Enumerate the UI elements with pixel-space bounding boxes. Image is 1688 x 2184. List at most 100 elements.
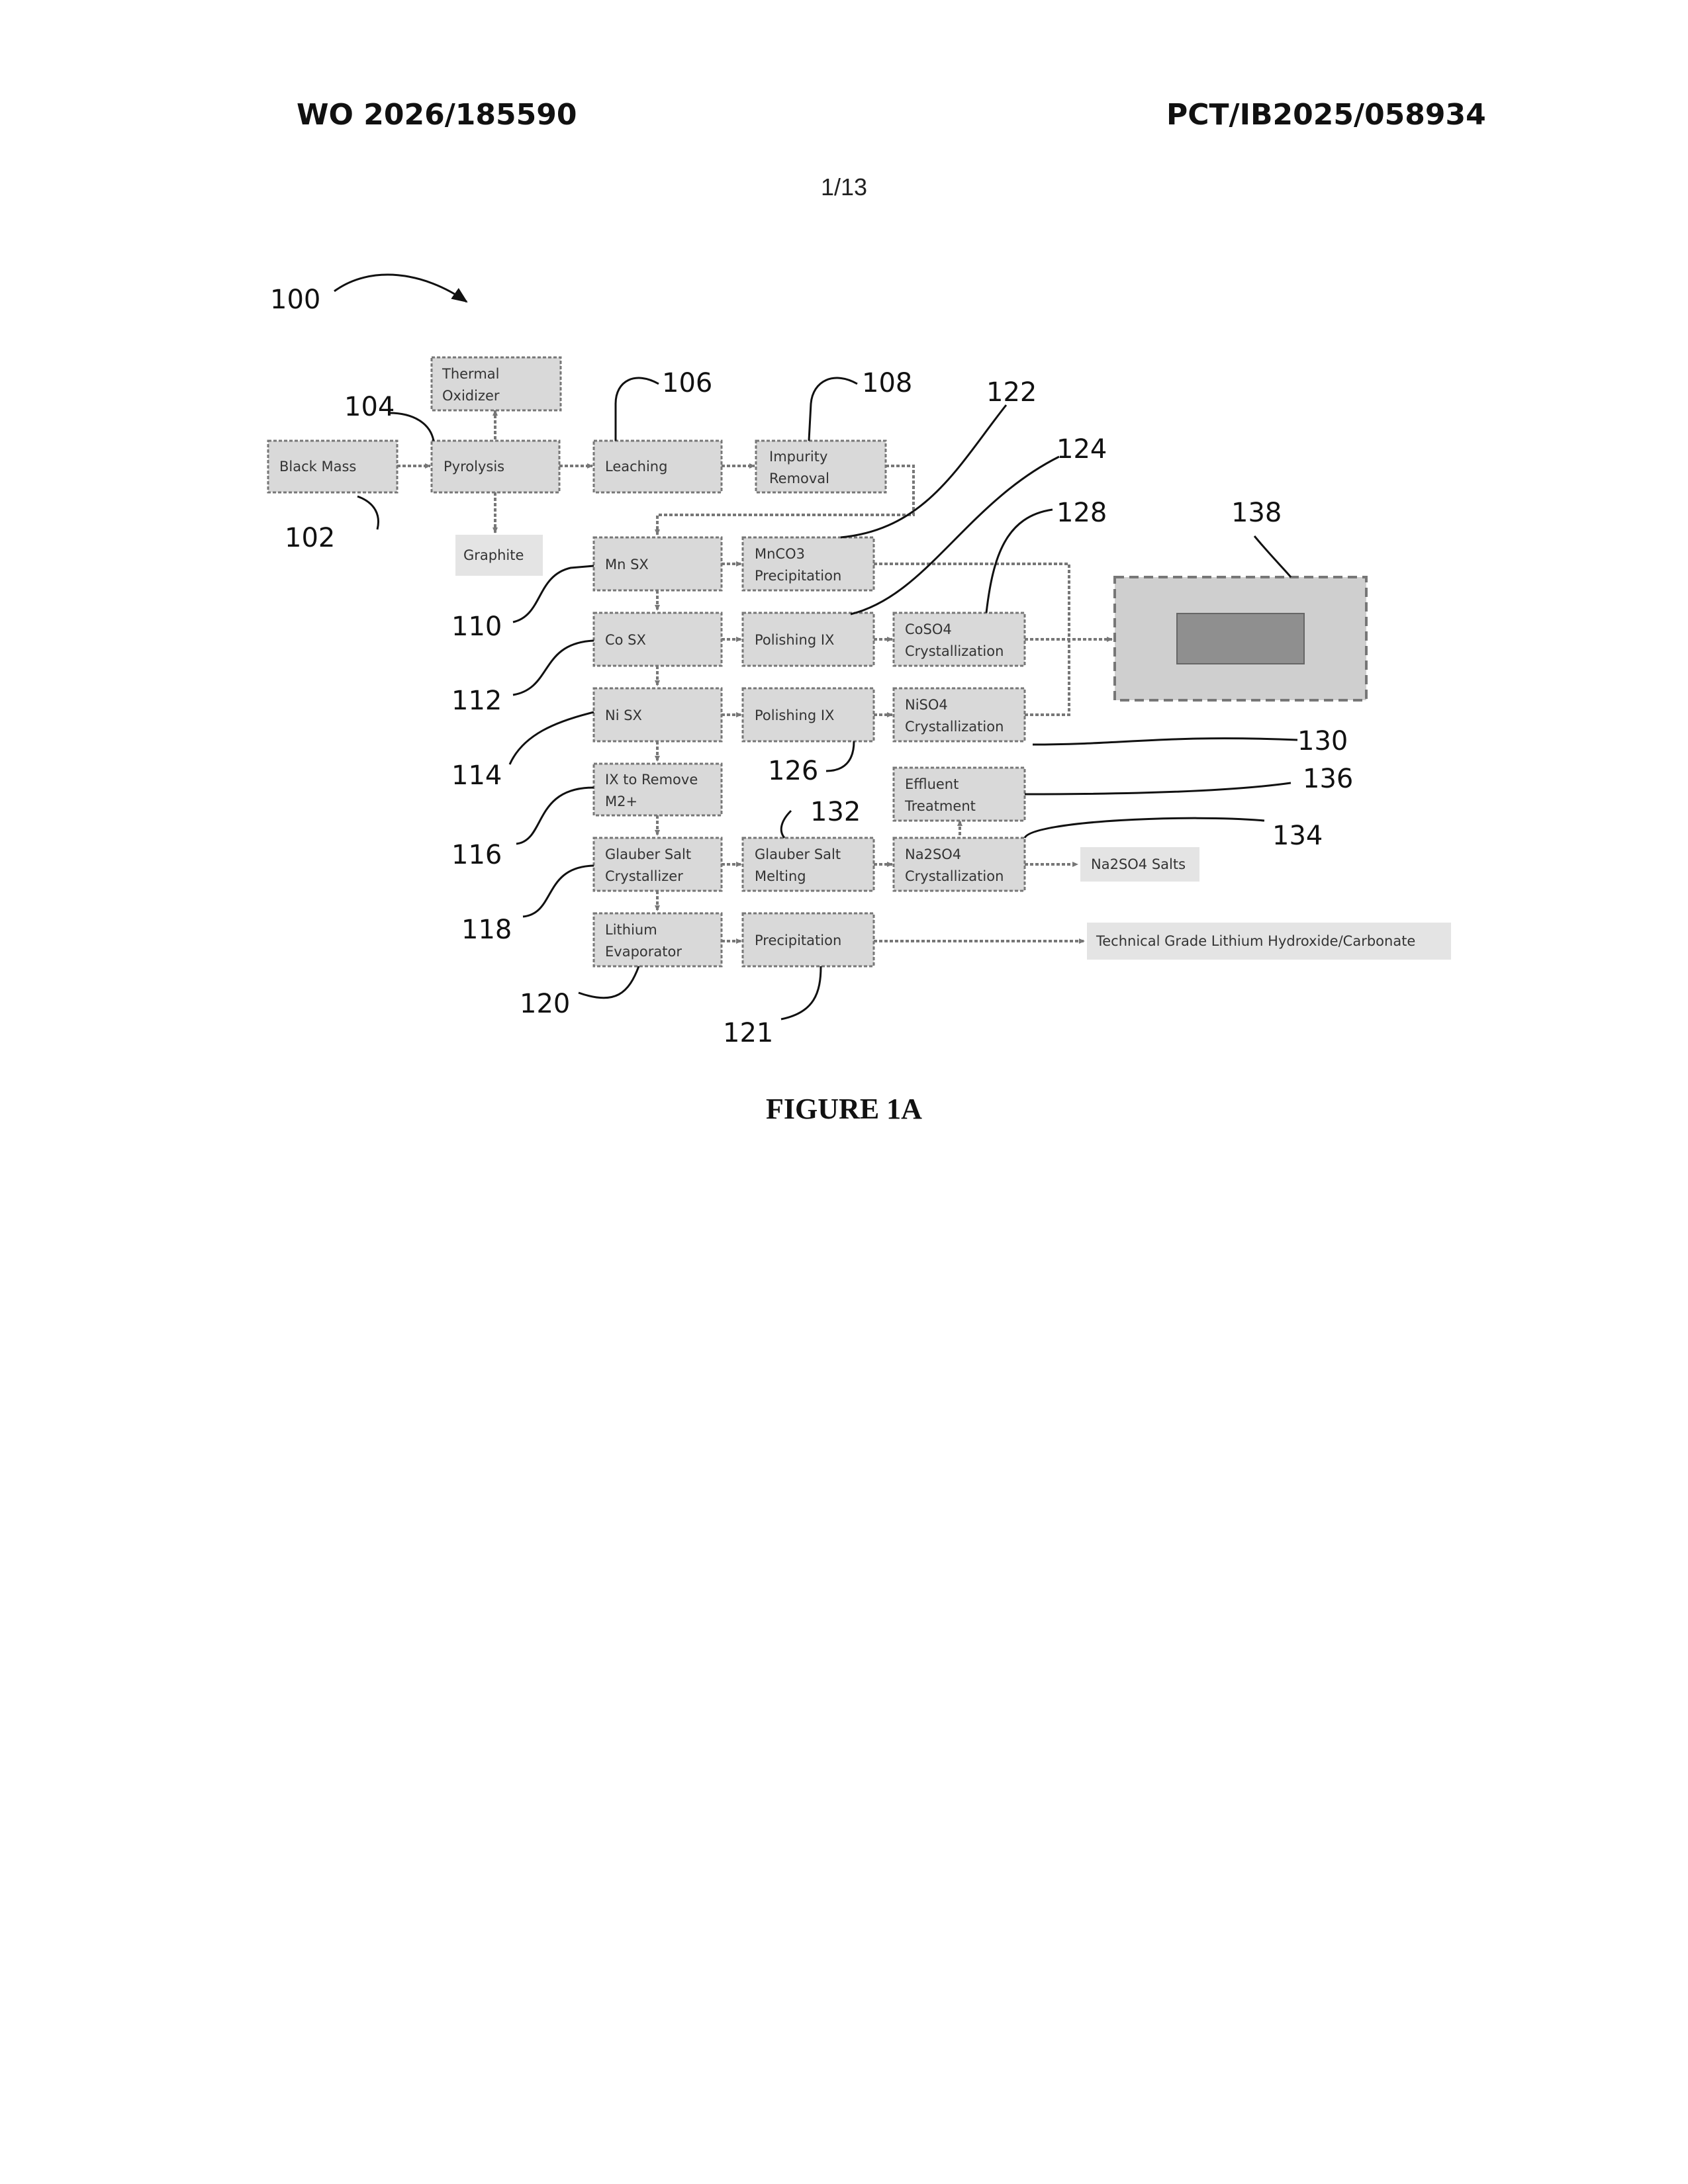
box-impurity-removal-line2: Removal bbox=[769, 471, 829, 486]
leader-132 bbox=[781, 811, 791, 838]
leader-116 bbox=[516, 788, 594, 844]
leader-126 bbox=[1033, 739, 1297, 745]
box-ix-remove-m2: IX to Remove M2+ bbox=[594, 764, 722, 815]
box-glauber-melting-line1: Glauber Salt bbox=[755, 846, 841, 862]
leader-112 bbox=[513, 641, 594, 695]
box-polishing-ix-ni: Polishing IX bbox=[743, 688, 874, 741]
leader-138 bbox=[1254, 536, 1291, 577]
box-thermal-oxidizer: Thermal Oxidizer bbox=[432, 357, 561, 410]
box-na2so4-salts-label: Na2SO4 Salts bbox=[1091, 856, 1186, 872]
leader-134 bbox=[1025, 818, 1264, 838]
ref-106: 106 bbox=[662, 368, 712, 398]
box-effluent-line2: Treatment bbox=[904, 798, 976, 814]
connector-niso4-collector bbox=[1025, 639, 1069, 715]
box-black-mass-label: Black Mass bbox=[279, 459, 356, 475]
box-effluent-treatment: Effluent Treatment bbox=[894, 768, 1025, 821]
leader-121 bbox=[781, 966, 821, 1019]
leader-106 bbox=[616, 378, 659, 441]
leader-118 bbox=[523, 866, 594, 917]
box-mn-sx-label: Mn SX bbox=[605, 557, 649, 572]
box-polishing-ix-co-label: Polishing IX bbox=[755, 632, 834, 648]
ref-120: 120 bbox=[520, 989, 570, 1019]
box-black-mass: Black Mass bbox=[268, 441, 397, 492]
box-mnco3-precipitation: MnCO3 Precipitation bbox=[743, 537, 874, 590]
leader-100-arrow bbox=[334, 275, 467, 302]
ref-138: 138 bbox=[1231, 498, 1282, 528]
box-polishing-ix-ni-label: Polishing IX bbox=[755, 707, 834, 723]
ref-121: 121 bbox=[723, 1018, 773, 1048]
ref-102: 102 bbox=[285, 523, 335, 553]
box-glauber-melting: Glauber Salt Melting bbox=[743, 838, 874, 891]
box-na2so4-line2: Crystallization bbox=[905, 868, 1004, 884]
leader-120 bbox=[579, 966, 639, 998]
box-niso4-line2: Crystallization bbox=[905, 719, 1004, 735]
ref-100: 100 bbox=[270, 285, 320, 315]
box-glauber-crystallizer-line1: Glauber Salt bbox=[605, 846, 691, 862]
leader-136 bbox=[1025, 783, 1291, 794]
box-leaching-label: Leaching bbox=[605, 459, 667, 475]
ref-118: 118 bbox=[461, 915, 512, 945]
leader-114 bbox=[510, 712, 594, 764]
box-mnco3-line1: MnCO3 bbox=[755, 546, 805, 562]
box-ix-remove-line1: IX to Remove bbox=[605, 772, 698, 788]
box-coso4-line1: CoSO4 bbox=[905, 621, 952, 637]
ref-116: 116 bbox=[451, 840, 502, 870]
box-impurity-removal: Impurity Removal bbox=[756, 441, 886, 492]
box-coso4-crystallization: CoSO4 Crystallization bbox=[894, 613, 1025, 666]
box-technical-grade-label: Technical Grade Lithium Hydroxide/Carbon… bbox=[1096, 933, 1415, 949]
box-138-redacted bbox=[1115, 577, 1366, 700]
leader-126b bbox=[826, 741, 854, 771]
redacted-inner-block bbox=[1177, 614, 1304, 664]
box-ix-remove-line2: M2+ bbox=[605, 794, 637, 809]
box-coso4-line2: Crystallization bbox=[905, 643, 1004, 659]
ref-124: 124 bbox=[1056, 434, 1107, 465]
box-effluent-line1: Effluent bbox=[905, 776, 959, 792]
box-glauber-melting-line2: Melting bbox=[755, 868, 806, 884]
box-mn-sx: Mn SX bbox=[594, 537, 722, 590]
leader-108 bbox=[809, 378, 857, 441]
leader-128 bbox=[986, 510, 1053, 613]
ref-110: 110 bbox=[451, 612, 502, 642]
box-na2so4-salts: Na2SO4 Salts bbox=[1080, 847, 1199, 882]
box-ni-sx-label: Ni SX bbox=[605, 707, 642, 723]
ref-108: 108 bbox=[862, 368, 912, 398]
leader-104 bbox=[389, 413, 434, 441]
ref-104: 104 bbox=[344, 392, 395, 422]
ref-128: 128 bbox=[1056, 498, 1107, 528]
ref-132: 132 bbox=[810, 797, 861, 827]
box-precipitation-label: Precipitation bbox=[755, 933, 841, 948]
box-lithium-evaporator: Lithium Evaporator bbox=[594, 913, 722, 966]
leader-102 bbox=[357, 496, 378, 529]
box-niso4-line1: NiSO4 bbox=[905, 697, 948, 713]
box-pyrolysis: Pyrolysis bbox=[432, 441, 559, 492]
box-lithium-evaporator-line1: Lithium bbox=[605, 922, 657, 938]
box-impurity-removal-line1: Impurity bbox=[769, 449, 827, 465]
ref-134: 134 bbox=[1272, 821, 1323, 851]
box-graphite: Graphite bbox=[455, 535, 543, 576]
box-ni-sx: Ni SX bbox=[594, 688, 722, 741]
box-mnco3-line2: Precipitation bbox=[755, 568, 841, 584]
box-polishing-ix-co: Polishing IX bbox=[743, 613, 874, 666]
ref-126: 126 bbox=[768, 756, 818, 786]
box-na2so4-line1: Na2SO4 bbox=[905, 846, 961, 862]
box-leaching: Leaching bbox=[594, 441, 722, 492]
box-lithium-evaporator-line2: Evaporator bbox=[605, 944, 682, 960]
ref-114: 114 bbox=[451, 760, 502, 791]
box-glauber-crystallizer-line2: Crystallizer bbox=[605, 868, 683, 884]
box-co-sx: Co SX bbox=[594, 613, 722, 666]
box-pyrolysis-label: Pyrolysis bbox=[444, 459, 504, 475]
box-thermal-oxidizer-line2: Oxidizer bbox=[442, 388, 500, 404]
box-glauber-crystallizer: Glauber Salt Crystallizer bbox=[594, 838, 722, 891]
box-na2so4-crystallization: Na2SO4 Crystallization bbox=[894, 838, 1025, 891]
box-thermal-oxidizer-line1: Thermal bbox=[442, 366, 499, 382]
ref-122: 122 bbox=[986, 377, 1037, 408]
box-co-sx-label: Co SX bbox=[605, 632, 646, 648]
box-technical-grade-product: Technical Grade Lithium Hydroxide/Carbon… bbox=[1087, 923, 1451, 960]
ref-136: 136 bbox=[1303, 764, 1353, 794]
figure-caption: FIGURE 1A bbox=[766, 1092, 922, 1126]
box-precipitation: Precipitation bbox=[743, 913, 874, 966]
box-graphite-label: Graphite bbox=[463, 547, 524, 563]
ref-112: 112 bbox=[451, 686, 502, 716]
ref-130: 130 bbox=[1297, 726, 1348, 756]
